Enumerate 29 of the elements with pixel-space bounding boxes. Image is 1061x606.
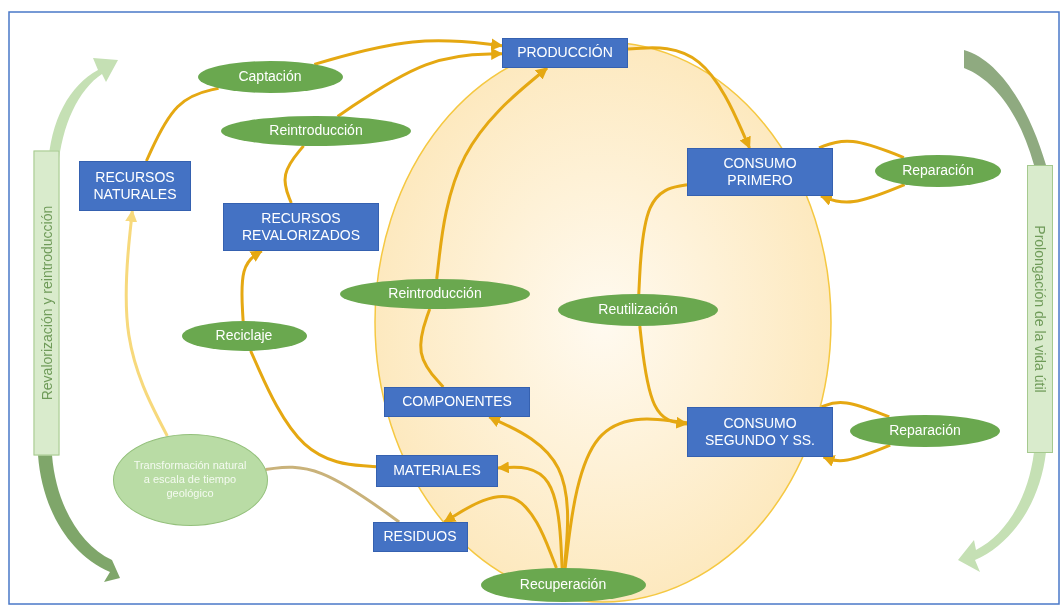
process-ellipse: Reparación xyxy=(875,155,1001,187)
process-box: RESIDUOS xyxy=(372,522,468,552)
process-ellipse: Transformación natural a escala de tiempo geológico xyxy=(112,434,268,526)
flow-arrow xyxy=(488,415,570,569)
flow-arrow xyxy=(336,47,504,118)
flow-arrow xyxy=(822,443,891,467)
side-banner: Prolongación de la vida útil xyxy=(1027,165,1053,453)
process-box: RECURSOS NATURALES xyxy=(79,161,191,211)
process-ellipse: Reparación xyxy=(850,415,1000,447)
process-box: MATERIALES xyxy=(376,455,498,487)
process-ellipse: Captación xyxy=(197,61,343,93)
process-ellipse: Reciclaje xyxy=(181,321,307,351)
side-banner: Revalorización y reintroducción xyxy=(33,150,59,455)
process-box: PRODUCCIÓN xyxy=(502,38,628,68)
flow-arrow xyxy=(819,183,906,206)
flow-arrow xyxy=(627,46,751,150)
flow-arrow xyxy=(313,38,504,66)
process-box: CONSUMO PRIMERO xyxy=(687,148,833,196)
flow-arrow xyxy=(496,461,564,569)
flow-arrow xyxy=(124,209,169,437)
process-ellipse: Reintroducción xyxy=(340,279,530,309)
process-box: COMPONENTES xyxy=(384,387,530,417)
flow-arrow xyxy=(638,325,689,429)
flow-arrow xyxy=(435,66,548,280)
process-box: RECURSOS REVALORIZADOS xyxy=(223,203,379,251)
process-ellipse: Reintroducción xyxy=(221,116,411,146)
flow-arrow xyxy=(240,249,263,322)
flow-arrow xyxy=(443,494,558,569)
process-box: CONSUMO SEGUNDO Y SS. xyxy=(687,407,833,457)
